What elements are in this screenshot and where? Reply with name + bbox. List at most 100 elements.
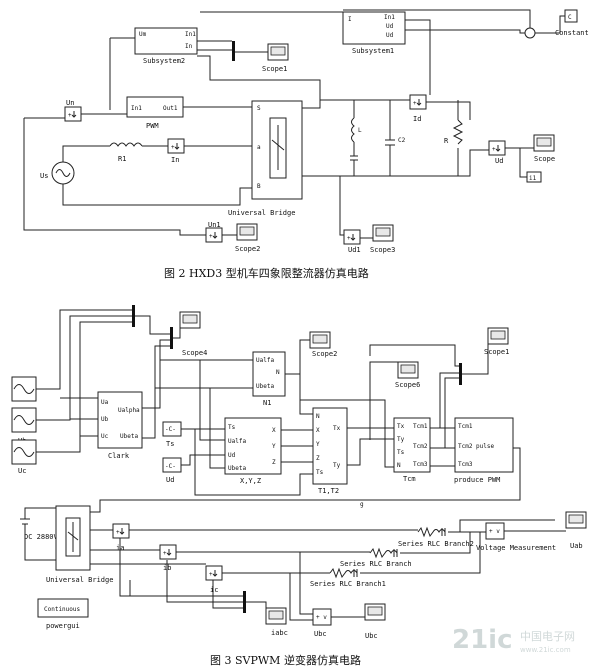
fig2-wires <box>23 9 565 239</box>
ua-source[interactable]: Ua <box>11 376 37 415</box>
in-measurement[interactable] <box>167 138 185 154</box>
scope3[interactable] <box>372 224 394 242</box>
universal-bridge-2[interactable]: S a B Universal Bridge <box>228 100 303 217</box>
svg-text:Ubeta: Ubeta <box>256 383 274 390</box>
powergui-block[interactable]: Continuous powergui <box>37 598 89 630</box>
mux-bar-4 <box>243 591 246 613</box>
ubc-measurement[interactable]: + v Ubc <box>312 608 332 638</box>
svg-text:Ty: Ty <box>397 436 405 443</box>
svg-text:Ubc: Ubc <box>314 630 327 638</box>
dc-source[interactable]: DC 2880V <box>20 518 59 541</box>
ubc-scope[interactable] <box>364 603 386 621</box>
svg-text:I: I <box>348 16 352 23</box>
n1-block[interactable]: Ualfa N Ubeta N1 <box>252 351 286 407</box>
svg-text:www.21ic.com: www.21ic.com <box>520 646 571 654</box>
svg-text:N: N <box>316 413 320 420</box>
svg-text:powergui: powergui <box>46 622 80 630</box>
svg-text:Voltage Measurement: Voltage Measurement <box>476 544 556 552</box>
uab-scope[interactable] <box>565 511 587 529</box>
scope2[interactable] <box>236 223 258 241</box>
pwm-block[interactable]: In1 Out1 PWM <box>126 96 184 130</box>
scope-right[interactable] <box>533 134 555 152</box>
ud-constant[interactable]: -C- Ud <box>162 457 182 484</box>
subsystem2-block[interactable]: Um In1 In Subsystem2 <box>134 27 198 65</box>
svg-text:Continuous: Continuous <box>44 606 81 613</box>
ia-measurement[interactable] <box>112 523 130 539</box>
scope1[interactable] <box>267 43 289 61</box>
svg-text:Um: Um <box>139 31 147 38</box>
uab-label: Uab <box>570 542 583 550</box>
clark-block[interactable]: Ua Ub Uc Ualpha Ubeta Clark <box>97 391 143 460</box>
figure-2: Um In1 In Subsystem2 Scope1 I In1 Ud Ud … <box>23 9 589 280</box>
sum-block[interactable] <box>524 27 536 39</box>
universal-bridge-3[interactable]: Universal Bridge <box>46 505 113 584</box>
svg-text:N1: N1 <box>263 399 271 407</box>
svg-text:Ubeta: Ubeta <box>120 433 138 440</box>
ud1-measurement[interactable] <box>343 229 361 245</box>
svg-text:produce PWM: produce PWM <box>454 476 500 484</box>
ic-measurement[interactable] <box>205 565 223 581</box>
voltage-measurement[interactable]: + v Voltage Measurement <box>476 522 556 552</box>
svg-text:Ub: Ub <box>101 416 109 423</box>
scope1-f3[interactable] <box>487 327 509 345</box>
un-measurement[interactable] <box>64 106 82 122</box>
ud1-label: Ud1 <box>348 246 361 254</box>
scope2-f3[interactable] <box>309 331 331 349</box>
subsystem1-block[interactable]: I In1 Ud Ud Subsystem1 <box>342 11 406 55</box>
svg-text:Tcm1: Tcm1 <box>413 423 428 430</box>
svg-text:T1,T2: T1,T2 <box>318 487 339 495</box>
rlc-branch2[interactable]: Series RLC Branch2 <box>398 526 474 548</box>
scope6[interactable] <box>397 361 419 379</box>
svg-text:Ua: Ua <box>101 399 109 406</box>
produce-pwm-block[interactable]: Tcm1 Tcm2 pulse Tcm3 produce PWM <box>454 417 514 484</box>
scope4[interactable] <box>179 311 201 329</box>
svg-text:Z: Z <box>272 459 276 466</box>
svg-text:Out1: Out1 <box>163 105 178 112</box>
ubc-scope-label: Ubc <box>365 632 378 640</box>
svg-text:In1: In1 <box>384 14 395 21</box>
svg-text:i1: i1 <box>529 175 537 182</box>
svg-text:Ualfa: Ualfa <box>228 438 246 445</box>
svg-text:-C-: -C- <box>165 463 176 470</box>
svg-text:Y: Y <box>316 441 320 448</box>
ib-measurement[interactable] <box>159 544 177 560</box>
svg-text:Constant: Constant <box>555 29 589 37</box>
rlc-branch1[interactable]: Series RLC Branch1 <box>310 567 386 588</box>
svg-text:Uc: Uc <box>18 467 26 475</box>
svg-text:+ v: + v <box>316 614 327 621</box>
svg-text:Subsystem1: Subsystem1 <box>352 47 394 55</box>
id-measurement[interactable] <box>409 94 427 110</box>
mux-bar-1 <box>132 305 135 327</box>
mux-bar <box>232 41 235 61</box>
svg-text:Universal Bridge: Universal Bridge <box>46 576 113 584</box>
rlc-branch[interactable]: Series RLC Branch <box>340 547 412 568</box>
svg-text:Tcm1: Tcm1 <box>458 423 473 430</box>
svg-text:In: In <box>185 43 193 50</box>
xyz-block[interactable]: Ts Ualfa Ud Ubeta X Y Z X,Y,Z <box>224 417 282 485</box>
svg-text:X: X <box>272 427 276 434</box>
un-label: Un <box>66 99 74 107</box>
svg-text:21ic: 21ic <box>452 625 513 655</box>
svg-text:R: R <box>444 137 449 145</box>
ud-measurement[interactable] <box>488 140 506 156</box>
tcm-block[interactable]: Tx Ty Ts N Tcm1 Tcm2 Tcm3 Tcm <box>393 417 431 483</box>
t1t2-block[interactable]: N X Y Z Ts Tx Ty T1,T2 <box>312 407 348 495</box>
svg-text:+ v: + v <box>489 528 500 535</box>
svg-text:In1: In1 <box>131 105 142 112</box>
un1-measurement[interactable] <box>205 227 223 243</box>
figure-3: Ua Ub Uc Ua Ub Uc Ualpha Ubeta Clark Sco… <box>11 305 587 667</box>
ts-constant[interactable]: -C- Ts <box>162 421 182 448</box>
watermark-logo: 21ic 中国电子网 www.21ic.com <box>452 625 575 655</box>
svg-text:Ts: Ts <box>316 469 324 476</box>
svg-text:Tcm3: Tcm3 <box>458 461 473 468</box>
svg-text:Ud: Ud <box>386 23 394 30</box>
svg-text:Z: Z <box>316 455 320 462</box>
r1-label: R1 <box>118 155 126 163</box>
iabc-label: iabc <box>271 629 288 637</box>
uc-source[interactable]: Uc <box>11 439 37 475</box>
mux-bar-3 <box>459 363 462 385</box>
svg-text:C: C <box>568 14 572 21</box>
ub-source[interactable]: Ub <box>11 407 37 445</box>
figure-3-caption: 图 3 SVPWM 逆变器仿真电路 <box>210 653 361 667</box>
iabc-scope[interactable] <box>265 607 287 625</box>
